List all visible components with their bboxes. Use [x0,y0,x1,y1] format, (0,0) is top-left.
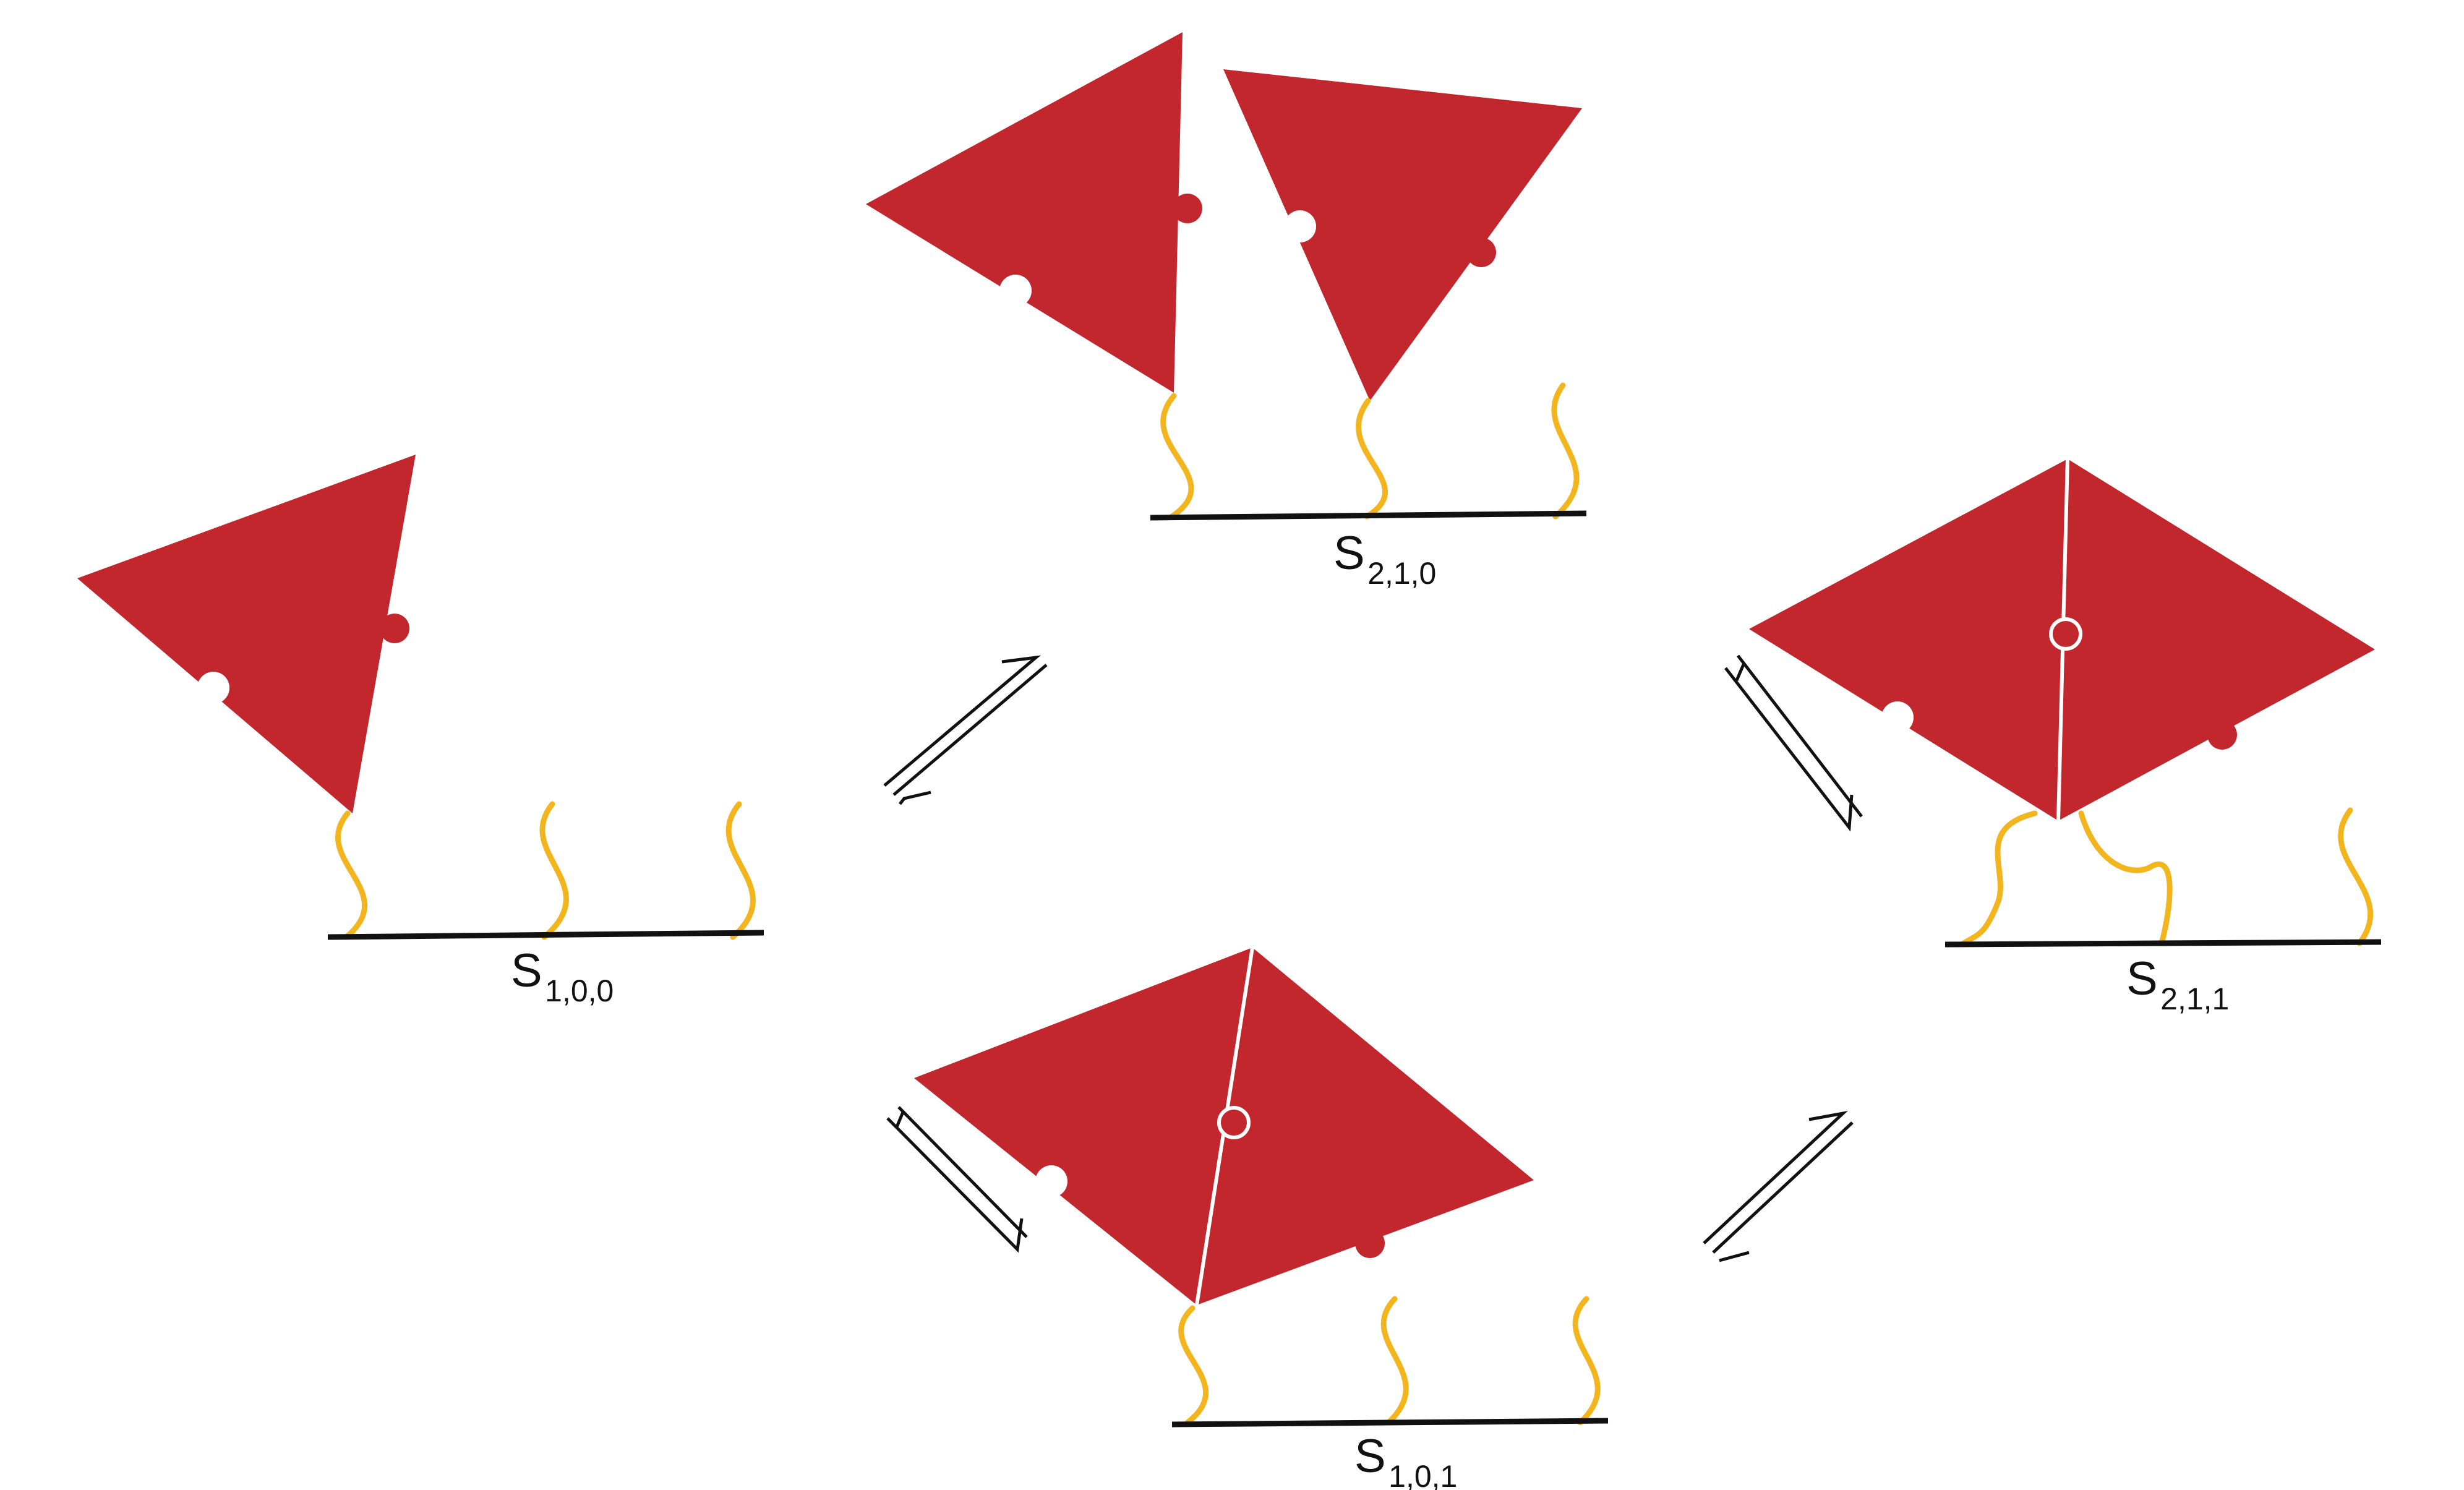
protein-monomer [1749,459,2068,821]
binding-site-notch [1035,1165,1067,1197]
surface-line [1171,1418,1609,1428]
binding-site-knob [2207,720,2237,750]
state-label: S 2,1,0 [1333,527,1436,591]
tether-bound [335,810,368,940]
state-s210: S 2,1,0 [866,32,1587,591]
tether-bound [1160,393,1194,520]
binding-site-knob [1355,1228,1385,1258]
equilibrium-arrow-101-211 [1703,1111,1854,1262]
tether-free [1572,1296,1601,1426]
state-indices: 1,0,0 [545,974,614,1008]
tether-bound [2078,810,2173,946]
state-letter: S [1333,527,1365,580]
state-letter: S [2126,953,2158,1005]
state-label: S 2,1,1 [2126,953,2229,1016]
tether-bound [1356,398,1388,520]
state-label: S 1,0,0 [511,944,614,1008]
binding-site-bound [1217,1106,1251,1139]
state-s211: S 2,1,1 [1749,458,2382,1016]
state-letter: S [1354,1430,1386,1483]
binding-site-notch [1284,210,1316,242]
tether-free [1551,382,1580,520]
protein-monomer [1197,948,1534,1305]
protein-monomer [77,455,416,813]
binding-site-knob [380,614,409,643]
equilibrium-arrow-210-211 [1724,654,1863,832]
protein-monomer [2058,459,2375,821]
state-indices: 2,1,0 [1367,556,1436,591]
state-label: S 1,0,1 [1354,1430,1457,1490]
tether-free [1380,1296,1409,1426]
tether-free [725,801,756,940]
binding-site-knob [1173,194,1202,223]
equilibrium-arrow-100-210 [883,655,1048,805]
binding-site-notch [999,275,1032,307]
surface-line [1150,510,1587,521]
protein-monomer [866,32,1183,393]
state-s101: S 1,0,1 [914,947,1609,1490]
surface-line [327,930,764,940]
binding-site-notch [1881,701,1914,734]
state-s100: S 1,0,0 [77,455,764,1008]
equilibrium-arrow-100-101 [886,1106,1028,1253]
state-indices: 2,1,1 [2160,982,2229,1016]
tether-bound [1961,810,2038,946]
state-letter: S [511,944,542,997]
protein-monomer [1223,69,1582,401]
tether-bound [1178,1305,1209,1426]
binding-site-bound [2049,617,2082,651]
tether-free [2338,807,2374,946]
surface-line [1944,939,2382,948]
state-indices: 1,0,1 [1388,1459,1457,1490]
binding-site-knob [1466,238,1496,267]
tether-free [539,801,569,940]
binding-site-notch [197,672,229,704]
protein-monomer [914,948,1252,1305]
